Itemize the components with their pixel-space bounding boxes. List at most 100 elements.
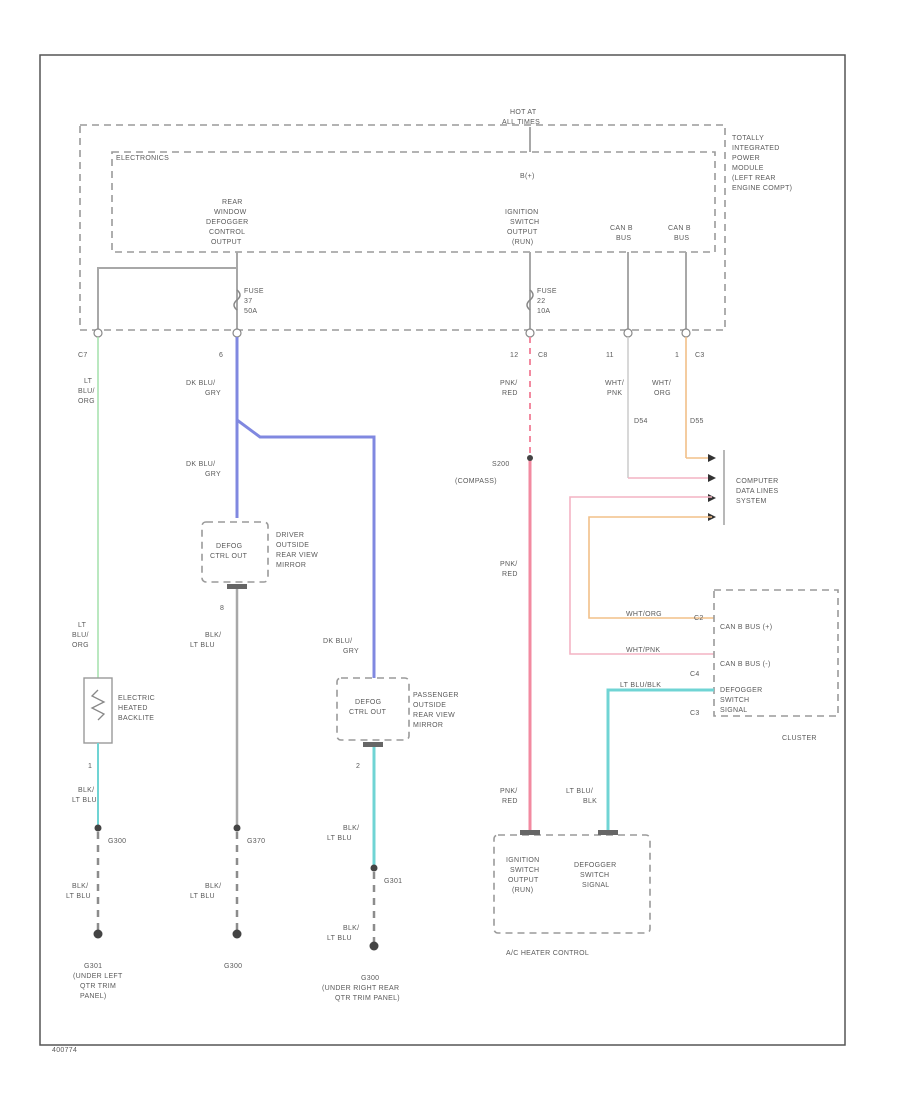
- ac-ign-1: IGNITION: [506, 857, 540, 864]
- ac-heater-label: A/C HEATER CONTROL: [506, 950, 589, 957]
- defog-output-5: OUTPUT: [211, 239, 242, 246]
- pass-blk-a: BLK/: [343, 825, 359, 832]
- splice-s200-dot: [527, 455, 533, 461]
- pnk-red-2a: PNK/: [500, 561, 518, 568]
- g1-wire-b: LT BLU: [66, 893, 91, 900]
- defog-output-1: REAR: [222, 199, 243, 206]
- wire-lbo-5: BLU/: [72, 632, 89, 639]
- defog-output-4: CONTROL: [209, 229, 245, 236]
- d55-label: D55: [690, 418, 704, 425]
- cdl-label-2: DATA LINES: [736, 488, 778, 495]
- cluster-item-3: DEFOGGER: [720, 687, 762, 694]
- wire-wht-pnk-cluster: [569, 496, 714, 655]
- pass-blk-b: LT BLU: [327, 835, 352, 842]
- fuse-37-icon: [233, 289, 241, 311]
- pin-label-11: 11: [606, 352, 614, 359]
- splice-1-label: G300: [108, 838, 126, 845]
- footer-code: 400774: [52, 1047, 77, 1054]
- lt-blu-blk-a: LT BLU/: [566, 788, 593, 795]
- cluster-item-4: SWITCH: [720, 697, 749, 704]
- cdl-pin-1-icon: [708, 454, 716, 462]
- fuse-1-label-1: FUSE: [244, 288, 264, 295]
- tipm-label-2: INTEGRATED: [732, 145, 780, 152]
- lt-blu-blk-2-label: LT BLU/BLK: [620, 682, 661, 689]
- hot-label-2: ALL TIMES: [502, 119, 540, 126]
- pnk-red-2b: RED: [502, 571, 518, 578]
- bplus-label: B(+): [520, 173, 535, 180]
- pin-6-icon: [232, 328, 242, 338]
- ign-output-1: IGNITION: [505, 209, 539, 216]
- tipm-outline: [79, 124, 726, 331]
- wire-blb-1a: BLK/: [78, 787, 94, 794]
- splice-1-dot: [94, 824, 102, 832]
- pin-11-icon: [623, 328, 633, 338]
- backlite-pin: 1: [88, 763, 92, 770]
- dk-blu-3a: DK BLU/: [323, 638, 352, 645]
- pnk-red-1b: RED: [502, 390, 518, 397]
- ac-def-3: SIGNAL: [582, 882, 609, 889]
- d54-label: D54: [634, 418, 648, 425]
- g3-wire-b: LT BLU: [327, 935, 352, 942]
- pass-box-1: DEFOG: [355, 699, 381, 706]
- g2-wire-a: BLK/: [205, 883, 221, 890]
- g3-label-2: (UNDER RIGHT REAR: [322, 985, 399, 992]
- wire-lbo-4: LT: [78, 622, 87, 629]
- ground-1-icon: [93, 929, 103, 939]
- driver-mirror-4: MIRROR: [276, 562, 306, 569]
- cluster-pin-c4: C4: [690, 671, 700, 678]
- g1-label-4: PANEL): [80, 993, 107, 1000]
- ac-heater-box: [493, 834, 651, 934]
- tipm-label-4: MODULE: [732, 165, 764, 172]
- fuse-2-label-3: 10A: [537, 308, 550, 315]
- g1-label-1: G301: [84, 963, 102, 970]
- pin-label-c3: C3: [695, 352, 705, 359]
- passenger-pin: 2: [356, 763, 360, 770]
- fuse-1-label-3: 50A: [244, 308, 257, 315]
- passenger-connector-icon: [363, 742, 383, 747]
- splice-3-dot: [370, 864, 378, 872]
- driver-box-2: CTRL OUT: [210, 553, 248, 560]
- tipm-label-6: ENGINE COMPT): [732, 185, 792, 192]
- ac-def-2: SWITCH: [580, 872, 609, 879]
- cluster-item-5: SIGNAL: [720, 707, 747, 714]
- cluster-label: CLUSTER: [782, 735, 817, 742]
- pin-label-1: 1: [675, 352, 679, 359]
- backlite-label-3: BACKLITE: [118, 715, 154, 722]
- driver-mirror-3: REAR VIEW: [276, 552, 318, 559]
- wht-org-a: WHT/: [652, 380, 671, 387]
- cdl-pin-2-icon: [708, 474, 716, 482]
- cdl-label-1: COMPUTER: [736, 478, 778, 485]
- tipm-label-3: POWER: [732, 155, 760, 162]
- pass-mirror-4: MIRROR: [413, 722, 443, 729]
- electronics-outline: [111, 151, 716, 253]
- pnk-red-1a: PNK/: [500, 380, 518, 387]
- cluster-pin-c3: C3: [690, 710, 700, 717]
- driver-mirror-2: OUTSIDE: [276, 542, 309, 549]
- splice-2-dot: [233, 824, 241, 832]
- g2-label: G300: [224, 963, 242, 970]
- ac-connector-1-icon: [520, 830, 540, 835]
- driver-blk-a: BLK/: [205, 632, 221, 639]
- driver-connector-icon: [227, 584, 247, 589]
- wire-lbo-2: BLU/: [78, 388, 95, 395]
- defog-output-3: DEFOGGER: [206, 219, 248, 226]
- s200-label-2: (COMPASS): [455, 478, 497, 485]
- splice-3-label: G301: [384, 878, 402, 885]
- canb-2-label-1: CAN B: [668, 225, 691, 232]
- cdl-pin-3-icon: [708, 494, 716, 502]
- tipm-label-1: TOTALLY: [732, 135, 764, 142]
- driver-mirror-box: [201, 521, 269, 583]
- cluster-item-2: CAN B BUS (-): [720, 661, 771, 668]
- pin-label-c7: C7: [78, 352, 88, 359]
- wire-lbo-1: LT: [84, 378, 93, 385]
- ign-output-4: (RUN): [512, 239, 533, 246]
- g3-label-3: QTR TRIM PANEL): [335, 995, 400, 1002]
- wire-wht-org-cluster: [588, 516, 714, 619]
- hot-label-1: HOT AT: [510, 109, 537, 116]
- wht-org-b: ORG: [654, 390, 671, 397]
- cluster-item-1: CAN B BUS (+): [720, 624, 772, 631]
- tipm-label-5: (LEFT REAR: [732, 175, 776, 182]
- cluster-box: [713, 589, 839, 717]
- wire-lt-blu-blk: [606, 688, 714, 830]
- ground-3-icon: [369, 941, 379, 951]
